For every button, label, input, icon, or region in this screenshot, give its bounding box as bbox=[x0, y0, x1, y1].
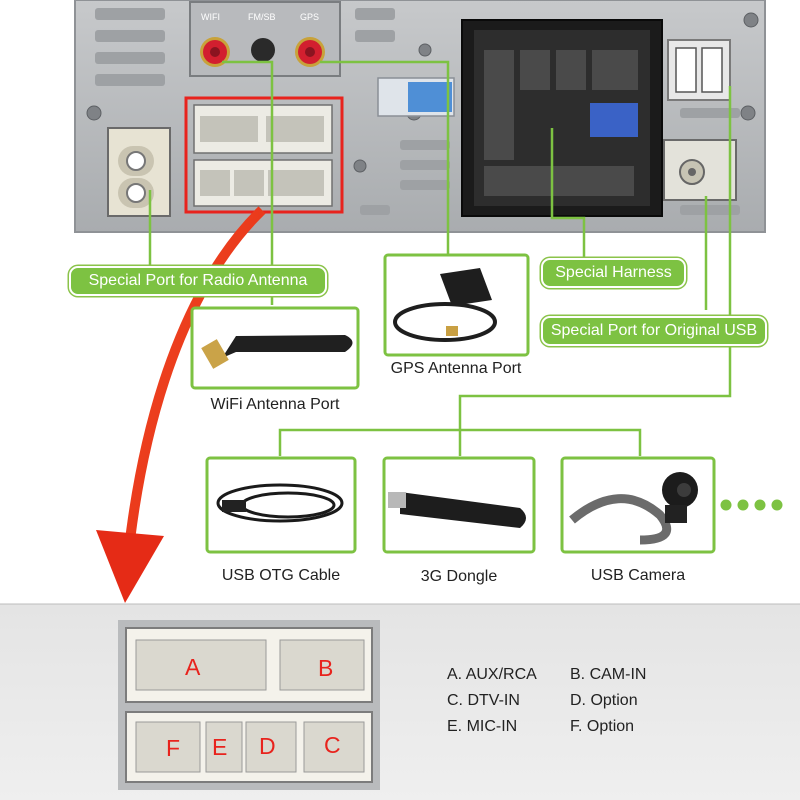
port-a: A. AUX/RCA bbox=[447, 666, 537, 684]
more-dots bbox=[720, 499, 783, 511]
port-d-label: Option bbox=[590, 692, 638, 709]
harness-connectors-top bbox=[184, 96, 344, 214]
antenna-label-wifi: WIFI bbox=[201, 12, 220, 22]
connector-letter-d: D bbox=[259, 733, 276, 759]
port-c: C. DTV-IN bbox=[447, 692, 520, 710]
usb-otg-cable bbox=[216, 483, 344, 523]
port-f-key: F. bbox=[570, 718, 583, 735]
port-b-label: CAM-IN bbox=[589, 666, 647, 683]
connector-letter-e: E bbox=[212, 734, 228, 760]
radio-antenna-port bbox=[107, 127, 171, 217]
3g-dongle bbox=[388, 492, 526, 528]
caption-camera: USB Camera bbox=[590, 567, 686, 584]
antenna-plate bbox=[189, 1, 341, 77]
usb-camera bbox=[569, 472, 698, 545]
port-f-label: Option bbox=[586, 718, 635, 735]
caption-wifi: WiFi Antenna Port bbox=[210, 396, 340, 413]
connector-letter-a: A bbox=[185, 654, 201, 680]
port-a-key: A. bbox=[447, 666, 463, 683]
callout-radio-antenna: Special Port for Radio Antenna bbox=[69, 266, 327, 296]
port-c-label: DTV-IN bbox=[467, 692, 520, 709]
gps-antenna bbox=[393, 268, 497, 342]
port-e-key: E. bbox=[447, 718, 463, 735]
port-d-key: D. bbox=[570, 692, 586, 709]
port-e-label: MIC-IN bbox=[466, 718, 518, 735]
leader-lines bbox=[148, 60, 732, 456]
usb-ports bbox=[667, 39, 731, 101]
port-f: F. Option bbox=[570, 718, 634, 736]
caption-gps: GPS Antenna Port bbox=[390, 360, 522, 377]
connector-letter-b: B bbox=[318, 655, 334, 681]
original-usb-socket bbox=[663, 139, 737, 201]
port-a-label: AUX/RCA bbox=[465, 666, 537, 683]
port-b: B. CAM-IN bbox=[570, 666, 646, 684]
small-module bbox=[377, 77, 455, 117]
callout-special-harness: Special Harness bbox=[541, 258, 686, 288]
caption-dongle: 3G Dongle bbox=[420, 568, 498, 585]
antenna-label-fm: FM/SB bbox=[248, 12, 276, 22]
connector-letter-f: F bbox=[166, 735, 181, 761]
port-b-key: B. bbox=[570, 666, 586, 683]
caption-otg: USB OTG Cable bbox=[221, 567, 341, 584]
connector-closeup bbox=[118, 620, 380, 790]
port-d: D. Option bbox=[570, 692, 638, 710]
port-c-key: C. bbox=[447, 692, 463, 709]
red-arrow bbox=[96, 206, 266, 603]
port-e: E. MIC-IN bbox=[447, 718, 517, 736]
callout-original-usb: Special Port for Original USB bbox=[541, 316, 767, 346]
wifi-antenna bbox=[201, 335, 353, 369]
special-harness-socket bbox=[461, 19, 663, 217]
connector-letter-c: C bbox=[324, 732, 341, 758]
antenna-label-gps: GPS bbox=[300, 12, 320, 22]
